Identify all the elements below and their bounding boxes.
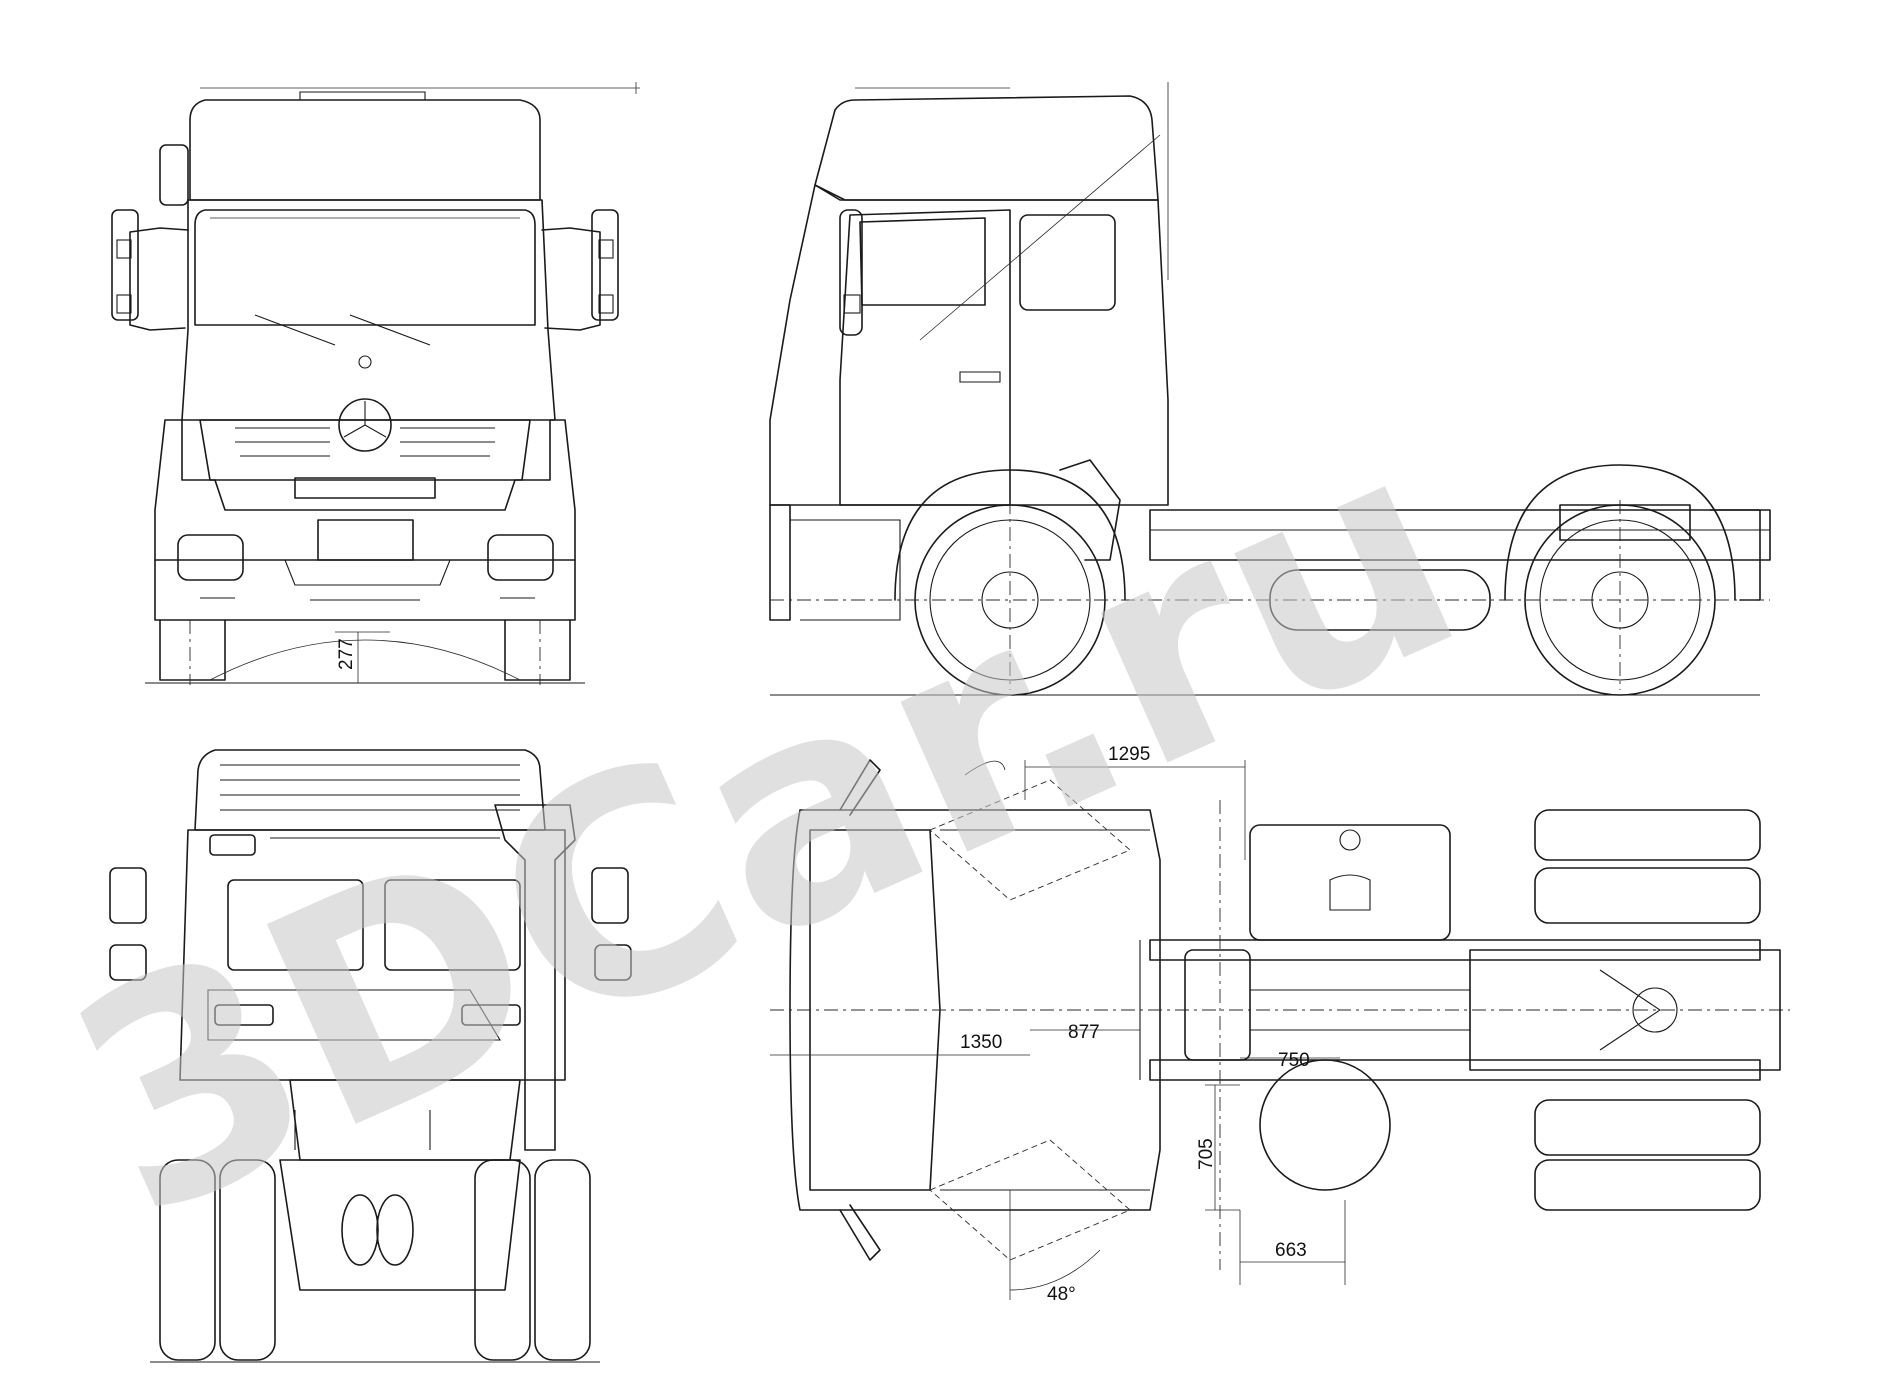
cab-offset-dimension: 1350 — [960, 1032, 1002, 1053]
watermark-text: 3DCar.ru — [27, 372, 1504, 1285]
rear-offset-dimension: 663 — [1275, 1240, 1307, 1261]
front-view: 277 — [111, 82, 640, 685]
ground-clearance-dimension: 277 — [336, 638, 357, 670]
tank-offset-dimension: 750 — [1278, 1050, 1310, 1071]
top-width-dimension: 1295 — [1108, 744, 1150, 765]
vertical-offset-dimension: 705 — [1196, 1138, 1217, 1170]
plan-view: 1295 — [770, 744, 1790, 1305]
tilt-angle-dimension: 48° — [1047, 1284, 1076, 1305]
center-offset-dimension: 877 — [1068, 1022, 1100, 1043]
side-view — [769, 82, 1771, 696]
rear-view — [109, 749, 632, 1363]
